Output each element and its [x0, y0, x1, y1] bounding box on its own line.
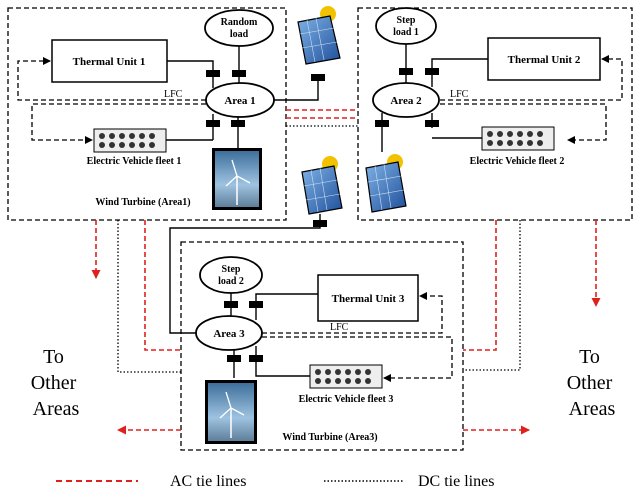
thermal-unit-1-label: Thermal Unit 1	[73, 56, 146, 68]
ev-fleet-1-icon	[93, 128, 167, 153]
ev-fleet-3-icon	[309, 364, 383, 389]
wind-turbine-1-icon	[212, 148, 262, 210]
lfc-loop-area2	[440, 55, 623, 144]
solar-panel-3-icon	[301, 156, 343, 215]
step-load-2-node	[199, 256, 263, 294]
lfc-label-area1: LFC	[164, 89, 183, 100]
ev-fleet-2-icon	[481, 126, 555, 151]
lfc-loop-area3	[262, 292, 453, 382]
dc-tie-lines	[117, 125, 521, 373]
lfc-loop-area1	[17, 57, 206, 144]
ev-fleet-3-label: Electric Vehicle fleet 3	[299, 394, 394, 405]
legend-ac-label: AC tie lines	[170, 473, 246, 490]
thermal-unit-1-box	[51, 39, 168, 83]
legend-dc-label: DC tie lines	[418, 473, 494, 490]
lfc-label-area3: LFC	[330, 322, 349, 333]
lfc-label-area2: LFC	[450, 89, 469, 100]
thermal-unit-2-box	[487, 37, 601, 81]
ac-tie-lines	[91, 109, 601, 435]
ev-fleet-1-label: Electric Vehicle fleet 1	[87, 156, 182, 167]
area3-connections	[169, 214, 321, 378]
ev-fleet-2-label: Electric Vehicle fleet 2	[470, 156, 565, 167]
to-other-areas-right: To Other Areas	[567, 346, 618, 420]
area3-label: Area 3	[213, 328, 245, 340]
area2-boundary	[357, 7, 633, 221]
thermal-unit-3-box	[317, 274, 419, 322]
thermal-unit-2-label: Thermal Unit 2	[508, 54, 581, 66]
area1-boundary	[7, 7, 287, 221]
area2-label: Area 2	[390, 95, 422, 107]
solar-panel-2-icon	[365, 154, 407, 213]
area3-boundary	[180, 241, 464, 451]
legend: AC tie lines DC tie lines	[56, 473, 494, 490]
wind-turbine-1-label: Wind Turbine (Area1)	[95, 197, 190, 208]
wind-turbine-3-icon	[205, 380, 257, 444]
area3-breakers	[224, 220, 327, 362]
to-other-areas-left: To Other Areas	[31, 346, 82, 420]
step-load-1-node	[375, 7, 437, 45]
wind-turbine-3-label: Wind Turbine (Area3)	[282, 432, 377, 443]
area2-breakers	[375, 68, 439, 127]
solar-panel-1-icon	[297, 6, 341, 65]
thermal-unit-3-label: Thermal Unit 3	[332, 293, 405, 305]
area1-label: Area 1	[224, 95, 255, 107]
random-load-node	[204, 9, 274, 47]
area1-breakers	[206, 70, 325, 127]
